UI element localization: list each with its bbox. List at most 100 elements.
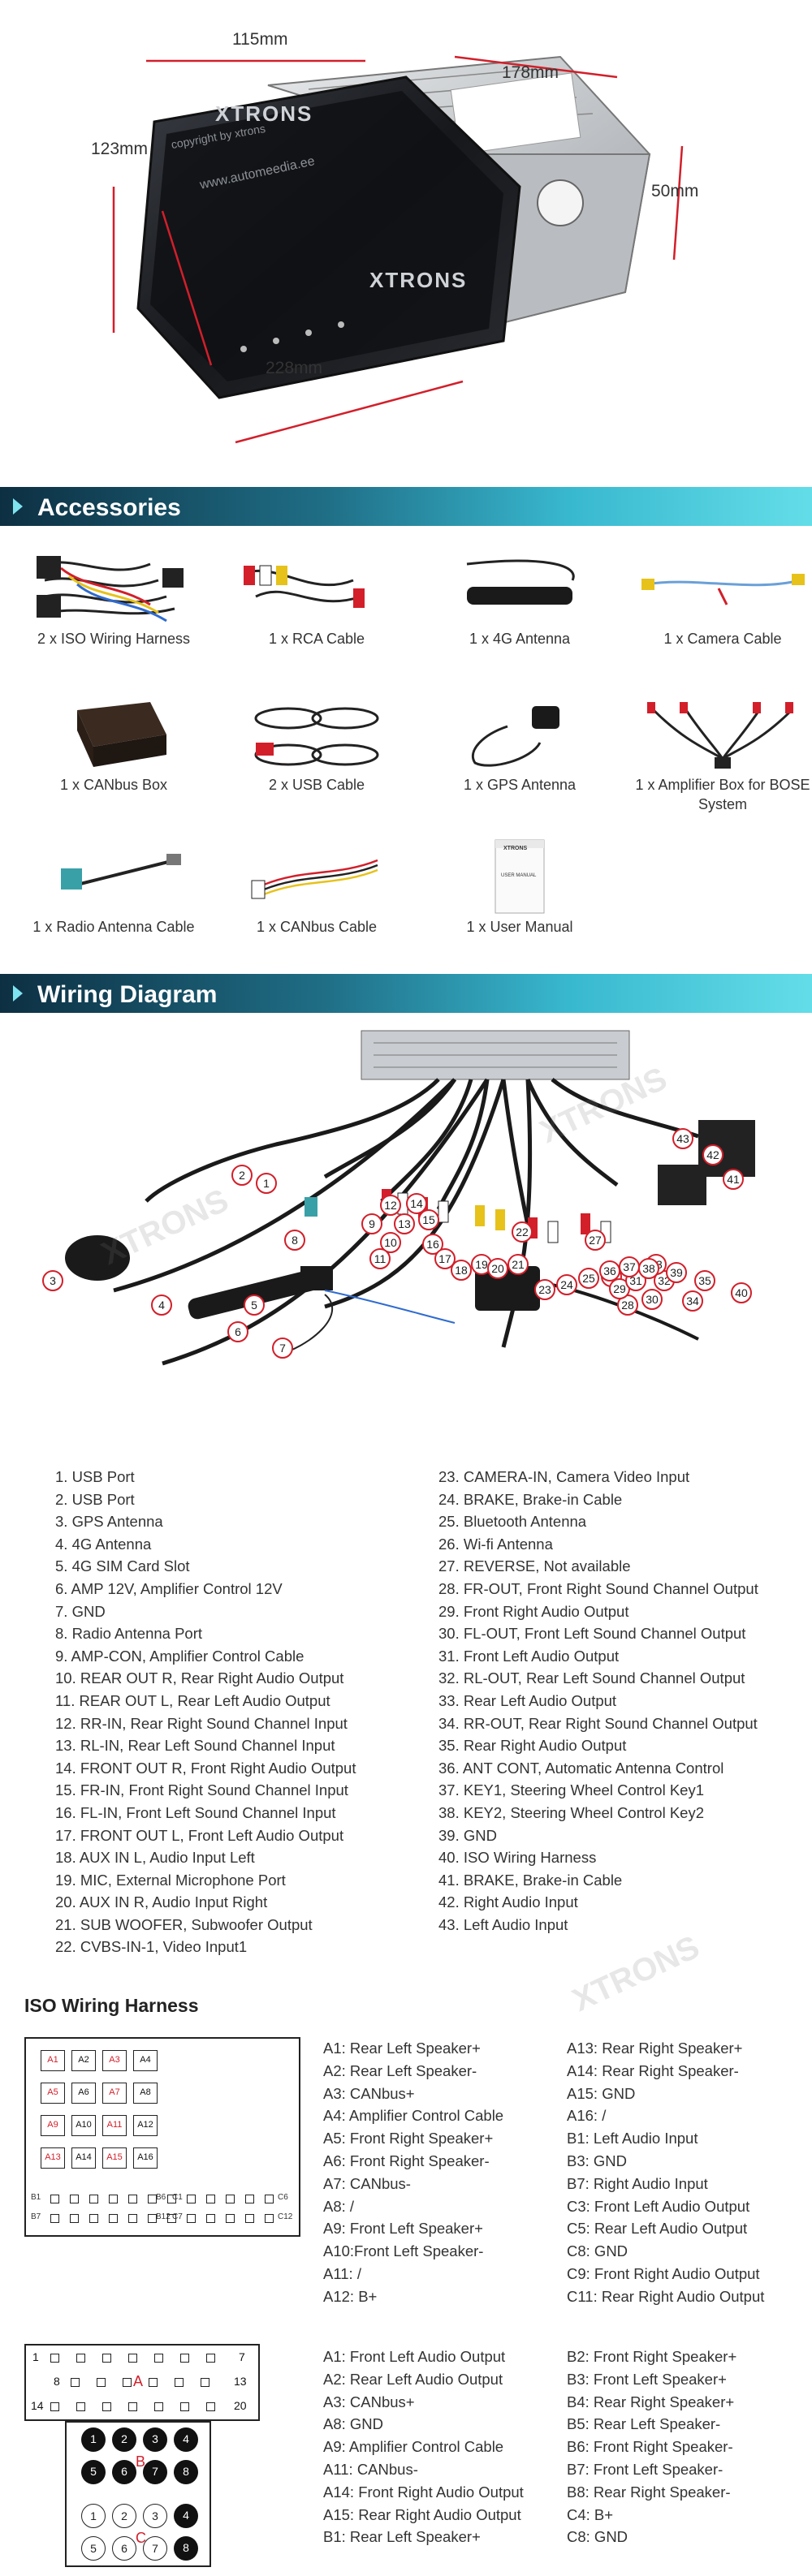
legend-item: 10. REAR OUT R, Rear Right Audio Output bbox=[55, 1669, 344, 1687]
pinout-item: B1: Rear Left Speaker+ bbox=[323, 2528, 481, 2546]
callout-badge: 9 bbox=[361, 1213, 382, 1234]
iso-pin: A9 bbox=[41, 2115, 65, 2136]
screen-brand-2: XTRONS bbox=[369, 268, 468, 292]
legend-item: 15. FR-IN, Front Right Sound Channel Inp… bbox=[55, 1781, 348, 1799]
iso-pin: A16 bbox=[133, 2147, 158, 2169]
rca-cable-image bbox=[215, 548, 418, 629]
iso-pin-round: 2 bbox=[112, 2427, 136, 2452]
iso-pin-square bbox=[175, 2378, 184, 2387]
legend-item: 2. USB Port bbox=[55, 1490, 135, 1508]
callout-badge: 6 bbox=[227, 1321, 248, 1342]
legend-item: 1. USB Port bbox=[55, 1468, 135, 1485]
iso-pin-round: 1 bbox=[81, 2504, 106, 2528]
iso-pin-square bbox=[154, 2402, 163, 2411]
iso-pin: A14 bbox=[71, 2147, 96, 2169]
pinout-item: B1: Left Audio Input bbox=[567, 2130, 698, 2147]
pinout-item: B6: Front Right Speaker- bbox=[567, 2438, 733, 2456]
legend-item: 40. ISO Wiring Harness bbox=[438, 1849, 597, 1867]
pinout-item: A11: / bbox=[323, 2264, 361, 2282]
amplifier-box-image bbox=[621, 694, 812, 775]
callout-badge: 40 bbox=[731, 1282, 752, 1303]
accessory-amplifier-box: 1 x Amplifier Box for BOSE System bbox=[621, 694, 812, 814]
accessory-label: 1 x GPS Antenna bbox=[463, 777, 577, 793]
callout-badge: 27 bbox=[585, 1230, 606, 1251]
callout-badge: 1 bbox=[256, 1173, 277, 1194]
legend-item: 30. FL-OUT, Front Left Sound Channel Out… bbox=[438, 1625, 746, 1643]
pinout-item: B3: Front Left Speaker+ bbox=[567, 2370, 727, 2388]
pinout-item: C11: Rear Right Audio Output bbox=[567, 2287, 765, 2305]
iso-pin-square bbox=[149, 2378, 158, 2387]
legend-item: 28. FR-OUT, Front Right Sound Channel Ou… bbox=[438, 1579, 758, 1597]
callout-badge: 43 bbox=[672, 1128, 693, 1149]
iso-pin-round: 5 bbox=[81, 2536, 106, 2561]
iso-row-label: B7 bbox=[31, 2212, 41, 2221]
pin-index-label: 14 bbox=[31, 2399, 44, 2412]
pinout-item: A15: GND bbox=[567, 2084, 636, 2102]
canbus-cable-image bbox=[215, 836, 418, 917]
iso-pin-square bbox=[50, 2214, 59, 2223]
legend-item: 35. Rear Right Audio Output bbox=[438, 1737, 627, 1755]
iso-pin-square bbox=[97, 2378, 106, 2387]
iso-pin: A3 bbox=[102, 2050, 127, 2071]
callout-badge: 12 bbox=[380, 1195, 401, 1216]
accessory-label: 1 x 4G Antenna bbox=[469, 631, 571, 647]
callout-badge: 25 bbox=[578, 1268, 599, 1289]
depth-label: 178mm bbox=[502, 63, 559, 82]
accessory-radio-antenna-cable: 1 x Radio Antenna Cable bbox=[12, 836, 215, 937]
accessories-title: Accessories bbox=[37, 494, 181, 521]
pinout-item: A11: CANbus- bbox=[323, 2460, 418, 2478]
pinout-item: C8: GND bbox=[567, 2242, 628, 2260]
iso-pin-round: 1 bbox=[81, 2427, 106, 2452]
usb-cable-image bbox=[215, 694, 418, 775]
legend-item: 17. FRONT OUT L, Front Left Audio Output bbox=[55, 1826, 344, 1844]
iso-pin-square bbox=[50, 2402, 59, 2411]
callout-badge: 24 bbox=[556, 1274, 577, 1295]
pinout-item: A14: Front Right Audio Output bbox=[323, 2483, 524, 2501]
legend-item: 34. RR-OUT, Rear Right Sound Channel Out… bbox=[438, 1714, 758, 1732]
iso-pinout-1-col1: A1: Rear Left Speaker+A2: Rear Left Spea… bbox=[323, 2037, 503, 2308]
callout-badge: 42 bbox=[702, 1144, 723, 1165]
iso-pin-square bbox=[89, 2214, 98, 2223]
pinout-item: A8: / bbox=[323, 2197, 355, 2215]
iso-pin-square bbox=[109, 2195, 118, 2203]
legend-item: 36. ANT CONT, Automatic Antenna Control bbox=[438, 1759, 724, 1777]
pin-index-label: 20 bbox=[234, 2399, 247, 2412]
iso-pin-square bbox=[148, 2214, 157, 2223]
iso-row-label: C1 bbox=[172, 2193, 183, 2202]
iso-pin-round: 4 bbox=[174, 2504, 198, 2528]
banner-arrow-icon bbox=[13, 985, 23, 1002]
callout-badge: 22 bbox=[512, 1221, 533, 1243]
iso-pin-round: 8 bbox=[174, 2536, 198, 2561]
pinout-item: C8: GND bbox=[567, 2528, 628, 2546]
iso-pin-square bbox=[206, 2195, 215, 2203]
callout-badge: 21 bbox=[508, 1254, 529, 1275]
iso-pin-square bbox=[70, 2195, 79, 2203]
callout-badge: 5 bbox=[244, 1294, 265, 1316]
accessory-label: 1 x Radio Antenna Cable bbox=[32, 919, 195, 935]
pinout-item: A13: Rear Right Speaker+ bbox=[567, 2040, 743, 2057]
iso-pinout-1-col2: A13: Rear Right Speaker+A14: Rear Right … bbox=[567, 2037, 764, 2308]
legend-item: 22. CVBS-IN-1, Video Input1 bbox=[55, 1938, 248, 1956]
pinout-item: A2: Rear Left Audio Output bbox=[323, 2370, 503, 2388]
iso-pin-square bbox=[167, 2195, 176, 2203]
callout-badge: 14 bbox=[406, 1193, 427, 1214]
iso-pin-square bbox=[206, 2354, 215, 2363]
legend-item: 21. SUB WOOFER, Subwoofer Output bbox=[55, 1915, 313, 1933]
pinout-item: A6: Front Right Speaker- bbox=[323, 2152, 490, 2169]
pinout-item: C9: Front Right Audio Output bbox=[567, 2264, 760, 2282]
pinout-item: A8: GND bbox=[323, 2415, 384, 2433]
iso-pin-square bbox=[76, 2354, 85, 2363]
accessory-rca-cable: 1 x RCA Cable bbox=[215, 548, 418, 648]
legend-item: 23. CAMERA-IN, Camera Video Input bbox=[438, 1468, 690, 1485]
width-top-label: 115mm bbox=[232, 30, 288, 49]
pinout-item: A12: B+ bbox=[323, 2287, 378, 2305]
iso-pin-square bbox=[245, 2214, 254, 2223]
legend-item: 31. Front Left Audio Output bbox=[438, 1647, 620, 1665]
legend-item: 25. Bluetooth Antenna bbox=[438, 1513, 587, 1531]
wiring-title: Wiring Diagram bbox=[37, 981, 218, 1008]
iso-pin-round: 2 bbox=[112, 2504, 136, 2528]
iso-pin-round: 7 bbox=[143, 2460, 167, 2484]
legend-item: 7. GND bbox=[55, 1602, 106, 1620]
iso-pin-square bbox=[128, 2354, 137, 2363]
